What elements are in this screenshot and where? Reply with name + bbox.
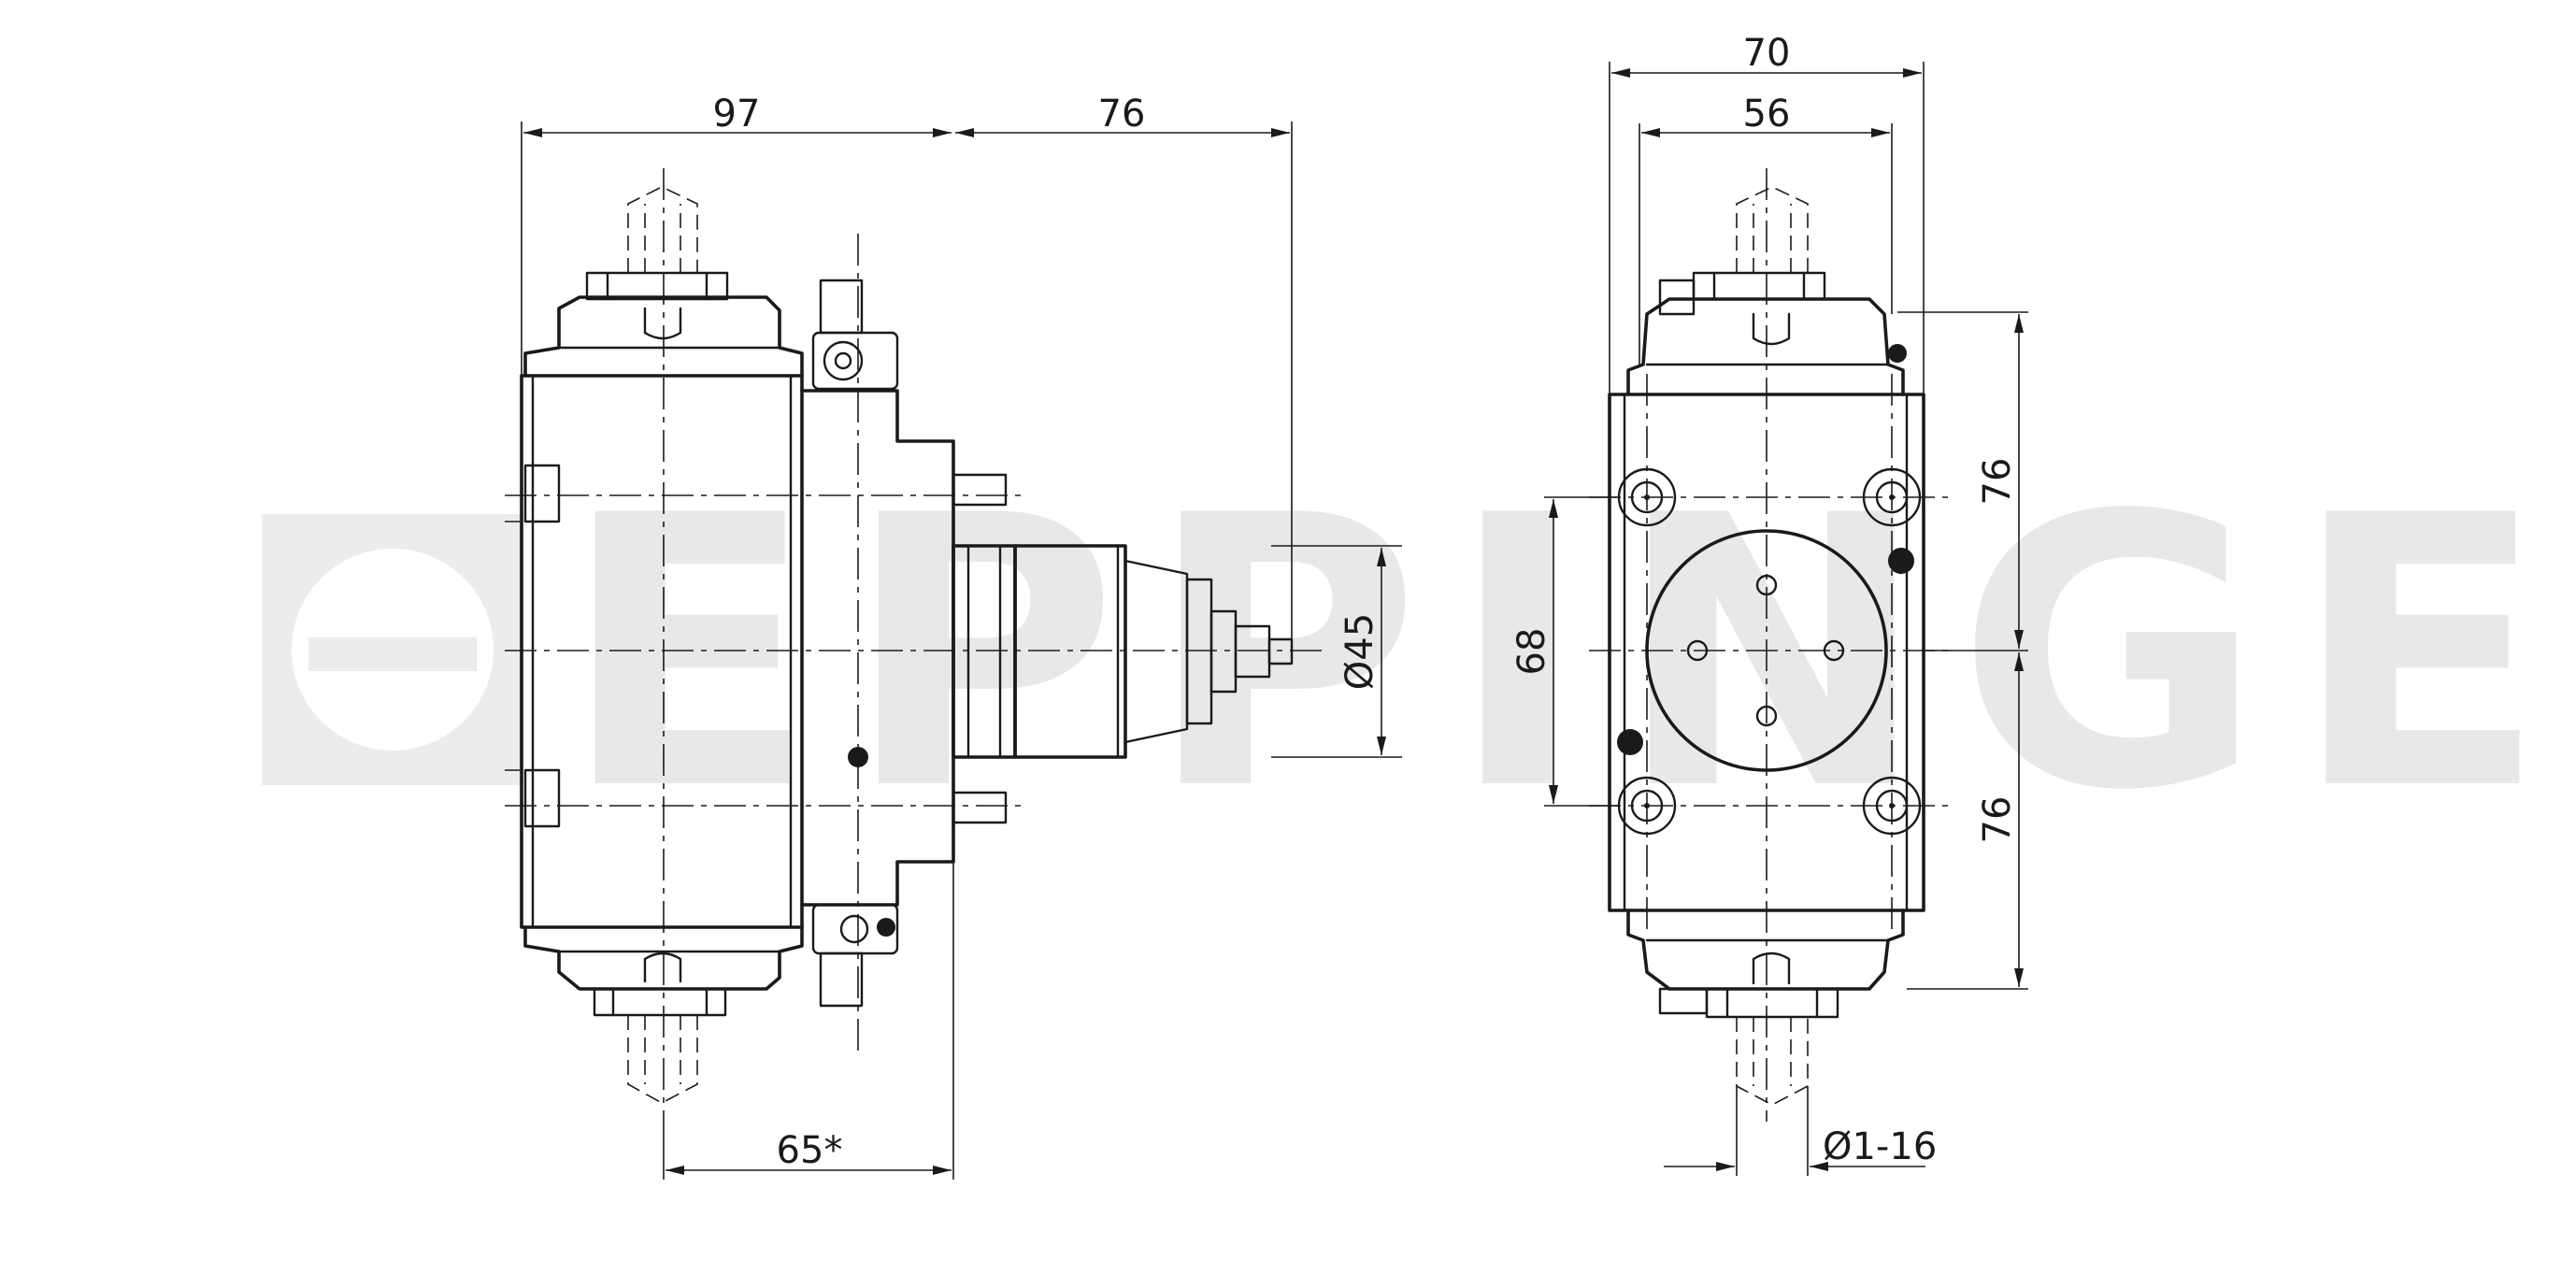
- front-bottom-housing: [1626, 909, 1905, 991]
- dim-height-upper: 76: [1976, 458, 2019, 506]
- front-dimensions: [1544, 62, 2028, 1176]
- dim-shaft-diameter: Ø45: [1338, 613, 1381, 690]
- dim-width-left: 97: [713, 93, 761, 136]
- side-top-nut: [585, 271, 729, 301]
- side-clamp-top: [523, 464, 561, 523]
- side-clamp-bottom: [523, 768, 561, 828]
- dim-width-right-outer: 70: [1743, 32, 1791, 75]
- dim-width-shaft: 76: [1098, 93, 1146, 136]
- side-shaft-body: [1013, 544, 1127, 759]
- side-bottom-nut: [593, 987, 727, 1017]
- side-body-outline: [520, 374, 804, 929]
- watermark-logo: [262, 514, 523, 785]
- dim-hole-spacing: 68: [1510, 628, 1553, 676]
- dim-lower-offset: 65*: [777, 1129, 843, 1172]
- dim-height-lower: 76: [1976, 796, 2019, 844]
- front-top-nut: [1692, 271, 1826, 301]
- side-fitting-top: [819, 279, 864, 335]
- front-view: [1589, 168, 1953, 1122]
- side-view: [505, 168, 1327, 1122]
- watermark-text: EPPINGER: [561, 437, 2576, 872]
- dim-collet-range: Ø1-16: [1823, 1125, 1937, 1168]
- side-top-housing: [523, 295, 804, 378]
- front-bottom-nut: [1705, 987, 1839, 1019]
- side-dimensions: [521, 122, 1402, 1180]
- dim-width-right-inner: 56: [1743, 93, 1791, 136]
